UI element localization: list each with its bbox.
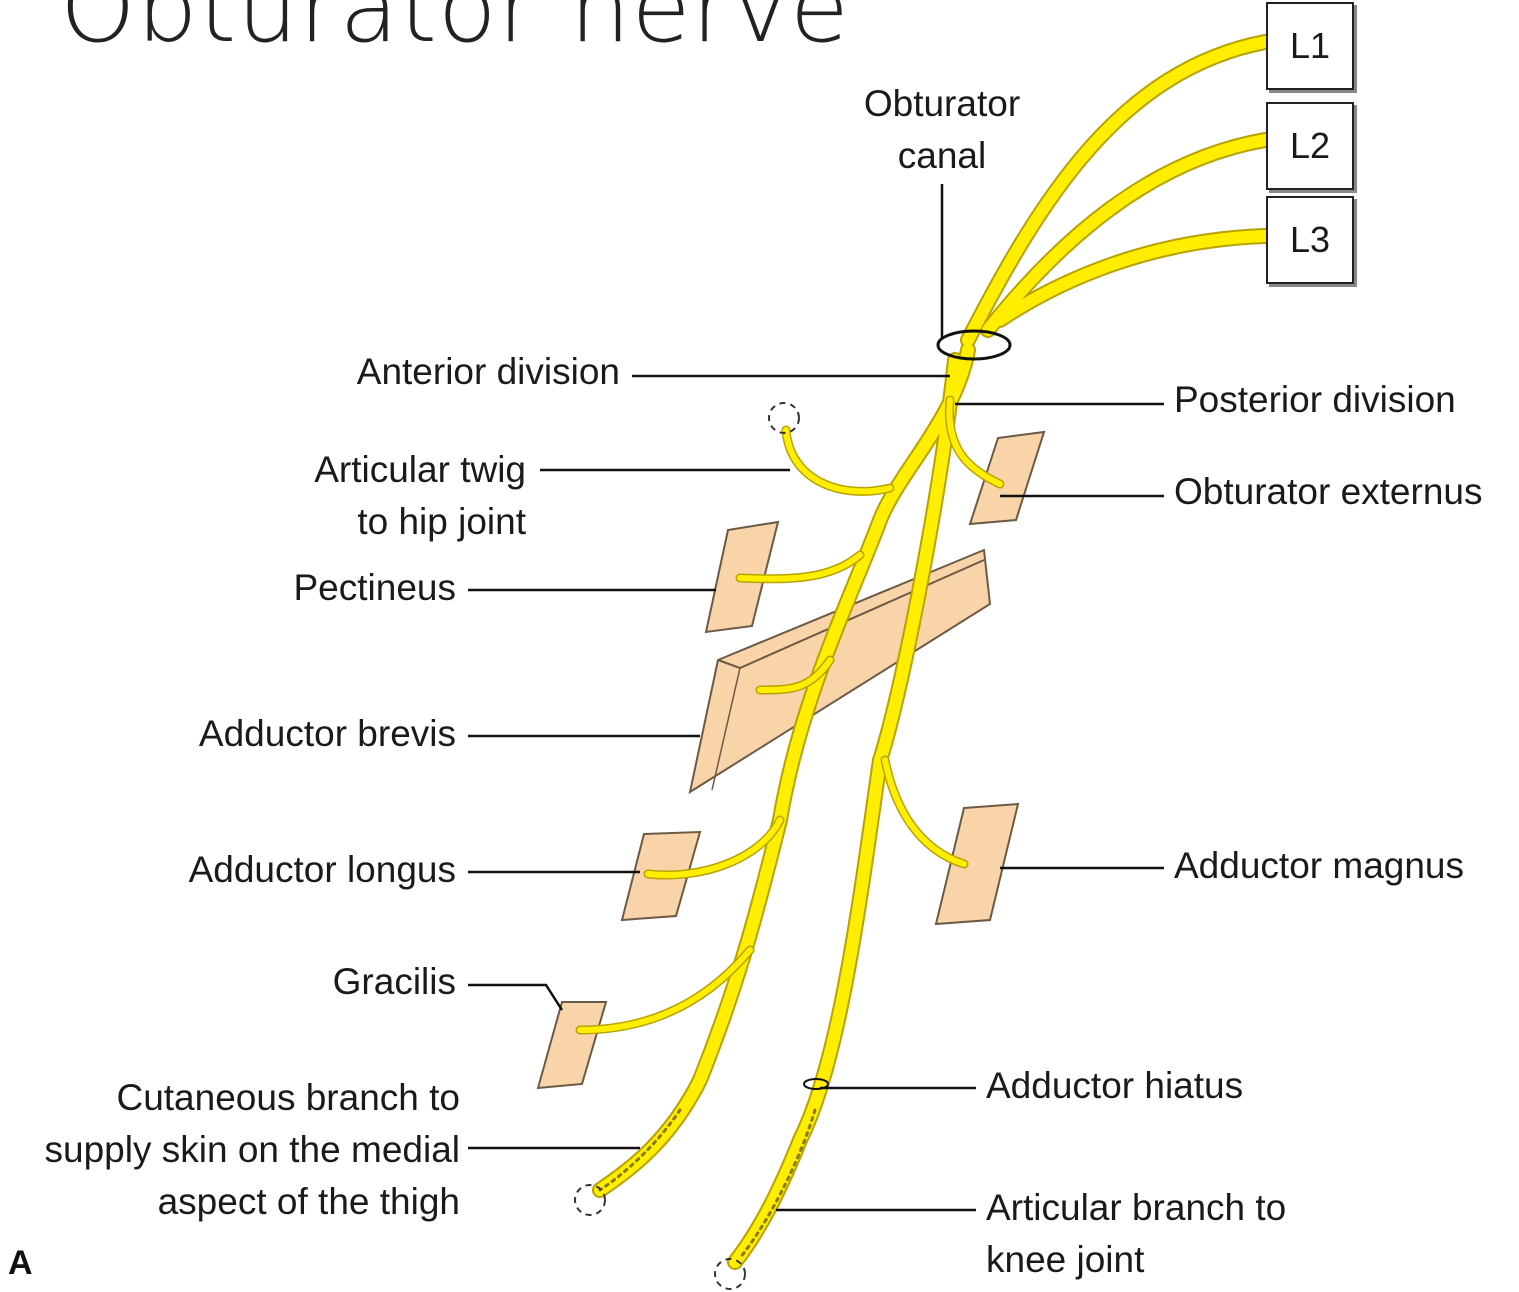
posterior-division-nerve xyxy=(735,360,955,1262)
adductor-magnus-label: Adductor magnus xyxy=(1174,840,1464,892)
articular-twig-line-2: to hip joint xyxy=(200,496,526,548)
cutaneous-branch-line-1: Cutaneous branch to xyxy=(0,1072,460,1124)
articular-twig-label: Articular twig to hip joint xyxy=(200,444,526,548)
root-l3-box: L3 xyxy=(1266,196,1354,284)
articular-branch-knee-label: Articular branch to knee joint xyxy=(986,1182,1286,1286)
pectineus-label: Pectineus xyxy=(200,562,456,614)
figure-letter: A xyxy=(8,1244,33,1283)
posterior-division-label: Posterior division xyxy=(1174,374,1456,426)
obturator-externus-label: Obturator externus xyxy=(1174,466,1482,518)
obturator-canal-line-1: Obturator xyxy=(842,78,1042,130)
cutaneous-branch-line-3: aspect of the thigh xyxy=(0,1176,460,1228)
page-title: Obturator nerve xyxy=(60,0,850,64)
adductor-magnus-muscle xyxy=(936,804,1018,924)
root-l1-box: L1 xyxy=(1266,2,1354,90)
gracilis-label: Gracilis xyxy=(200,956,456,1008)
articular-twig-hip-nerve xyxy=(786,430,890,491)
thigh-skin-terminal-icon xyxy=(575,1185,605,1215)
obturator-canal-line-2: canal xyxy=(842,130,1042,182)
adductor-longus-label: Adductor longus xyxy=(100,844,456,896)
gracilis-muscle xyxy=(538,1002,606,1088)
articular-twig-line-1: Articular twig xyxy=(200,444,526,496)
articular-branch-knee-line-2: knee joint xyxy=(986,1234,1286,1286)
anterior-division-label: Anterior division xyxy=(250,346,620,398)
adductor-hiatus-label: Adductor hiatus xyxy=(986,1060,1243,1112)
adductor-brevis-label: Adductor brevis xyxy=(100,708,456,760)
obturator-canal-label: Obturator canal xyxy=(842,78,1042,182)
cutaneous-branch-label: Cutaneous branch to supply skin on the m… xyxy=(0,1072,460,1228)
adductor-magnus-branch xyxy=(885,760,964,864)
articular-branch-knee-line-1: Articular branch to xyxy=(986,1182,1286,1234)
root-l2-box: L2 xyxy=(1266,102,1354,190)
cutaneous-branch-line-2: supply skin on the medial xyxy=(0,1124,460,1176)
